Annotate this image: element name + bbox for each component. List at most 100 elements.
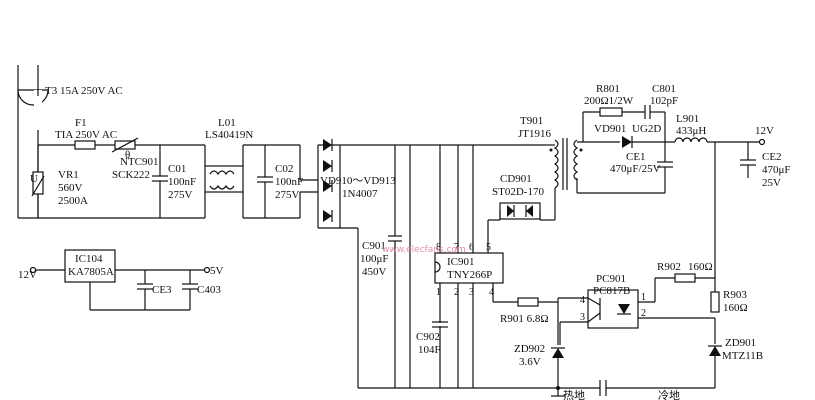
label-zd902-val: 3.6V xyxy=(519,356,541,368)
secondary-output xyxy=(576,105,766,295)
label-pc-pin1: 1 xyxy=(641,292,646,303)
label-cd901: CD901 xyxy=(500,173,532,185)
label-r903-val: 160Ω xyxy=(723,302,748,314)
label-l01: L01 xyxy=(218,117,236,129)
label-reg-in: 12V xyxy=(18,269,37,281)
label-c801-val: 102pF xyxy=(650,95,678,107)
label-vd901-part: UG2D xyxy=(632,123,661,135)
label-cd901-part: ST02D-170 xyxy=(492,186,544,198)
component-labels: T3 15A 250V AC F1 TIA 250V AC VR1 560V 2… xyxy=(18,83,791,400)
label-r801: R801 xyxy=(596,83,620,95)
label-reg-out: 5V xyxy=(210,265,224,277)
label-c01-val: 100nF xyxy=(168,176,196,188)
resistor-r902 xyxy=(674,273,696,283)
resistor-r903 xyxy=(710,291,720,313)
label-zd902: ZD902 xyxy=(514,343,545,355)
watermark: www.elecfans.com xyxy=(382,245,466,255)
label-vd-range: VD910～VD913 xyxy=(320,175,396,187)
label-r902: R902 xyxy=(657,261,681,273)
label-pc-pin4: 4 xyxy=(580,295,585,306)
ic901-body xyxy=(434,252,504,284)
label-c901: C901 xyxy=(362,240,386,252)
label-pc-pin3: 3 xyxy=(580,312,585,323)
label-pin6: 6 xyxy=(469,242,474,253)
diode-vd912-icon xyxy=(323,180,332,192)
label-c02-val: 100nF xyxy=(275,176,303,188)
label-f1: F1 xyxy=(75,117,87,129)
label-c01: C01 xyxy=(168,163,186,175)
fuse-f1 xyxy=(74,140,96,150)
diode-vd910-icon xyxy=(323,139,332,151)
label-t901-part: JT1916 xyxy=(518,128,552,140)
label-vd-part: 1N4007 xyxy=(342,188,378,200)
diode-vd913-icon xyxy=(323,210,332,222)
feedback-loop xyxy=(493,273,722,390)
label-vr1-v: 560V xyxy=(58,182,83,194)
label-zd901: ZD901 xyxy=(725,337,756,349)
label-ntc: NTC901 xyxy=(120,156,159,168)
primary-winding xyxy=(553,139,559,189)
label-c01-v: 275V xyxy=(168,189,193,201)
resistor-r801 xyxy=(599,107,623,117)
label-out-12v: 12V xyxy=(755,125,774,137)
label-pin1: 1 xyxy=(436,287,441,298)
label-c902-val: 104F xyxy=(418,344,441,356)
label-r901: R901 6.8Ω xyxy=(500,313,549,325)
label-vd901: VD901 xyxy=(594,123,626,135)
label-c801: C801 xyxy=(652,83,676,95)
label-ic901-part: TNY266P xyxy=(447,269,492,281)
label-ce2: CE2 xyxy=(762,151,782,163)
label-t901: T901 xyxy=(520,115,543,127)
label-ic104-part: KA7805A xyxy=(68,266,114,278)
label-c902: C902 xyxy=(416,331,440,343)
label-ce2-v: 25V xyxy=(762,177,781,189)
diode-vd911-icon xyxy=(323,160,332,172)
label-pin8: 8 xyxy=(436,242,441,253)
label-c02: C02 xyxy=(275,163,293,175)
label-l01-part: LS40419N xyxy=(205,129,253,141)
label-u: U xyxy=(30,173,38,185)
label-c02-v: 275V xyxy=(275,189,300,201)
output-terminal-12v xyxy=(758,138,766,146)
label-c901-val: 100μF xyxy=(360,253,389,265)
bridge-rectifier xyxy=(317,139,395,388)
tvs-cd901 xyxy=(499,202,541,220)
diode-vd901-icon xyxy=(622,136,632,148)
label-ic901: IC901 xyxy=(447,256,475,268)
label-ntc-part: SCK222 xyxy=(112,169,150,181)
clamp-cd901 xyxy=(499,202,541,220)
label-l901-val: 433μH xyxy=(676,125,706,137)
label-r801-val: 200Ω1/2W xyxy=(584,95,634,107)
zener-zd901-icon xyxy=(709,346,721,356)
label-vr1: VR1 xyxy=(58,169,79,181)
label-pc-pin2: 2 xyxy=(641,308,646,319)
inductor-l901 xyxy=(674,137,708,143)
label-ce1: CE1 xyxy=(626,151,646,163)
reg-output-terminal xyxy=(203,266,211,274)
label-pin7: 7 xyxy=(454,242,459,253)
label-vr1-a: 2500A xyxy=(58,195,88,207)
label-ce3: CE3 xyxy=(152,284,172,296)
zener-zd902-icon xyxy=(552,348,564,358)
label-t3: T3 15A 250V AC xyxy=(45,85,123,97)
label-pin2: 2 xyxy=(454,287,459,298)
ac-plug-icon xyxy=(17,89,49,106)
label-pc901: PC901 xyxy=(596,273,626,285)
resistor-r901 xyxy=(517,297,539,307)
ac-input-section xyxy=(17,65,318,219)
label-l901: L901 xyxy=(676,113,699,125)
label-zd901-part: MTZ11B xyxy=(722,350,763,362)
regulator-5v xyxy=(29,249,211,311)
label-ic104: IC104 xyxy=(75,253,103,265)
label-hot-ground: 热地 xyxy=(563,389,585,400)
label-r903: R903 xyxy=(723,289,747,301)
label-f1-rating: TIA 250V AC xyxy=(55,129,117,141)
secondary-winding xyxy=(573,139,579,181)
label-r902-val: 160Ω xyxy=(688,261,713,273)
label-pin4: 4 xyxy=(489,287,494,298)
label-theta: θ xyxy=(125,149,130,161)
label-pc901-part: PC817B xyxy=(593,285,630,297)
optocoupler-pc901 xyxy=(587,289,639,329)
label-cold-ground: 冷地 xyxy=(658,389,680,400)
primary-rail xyxy=(358,144,715,397)
